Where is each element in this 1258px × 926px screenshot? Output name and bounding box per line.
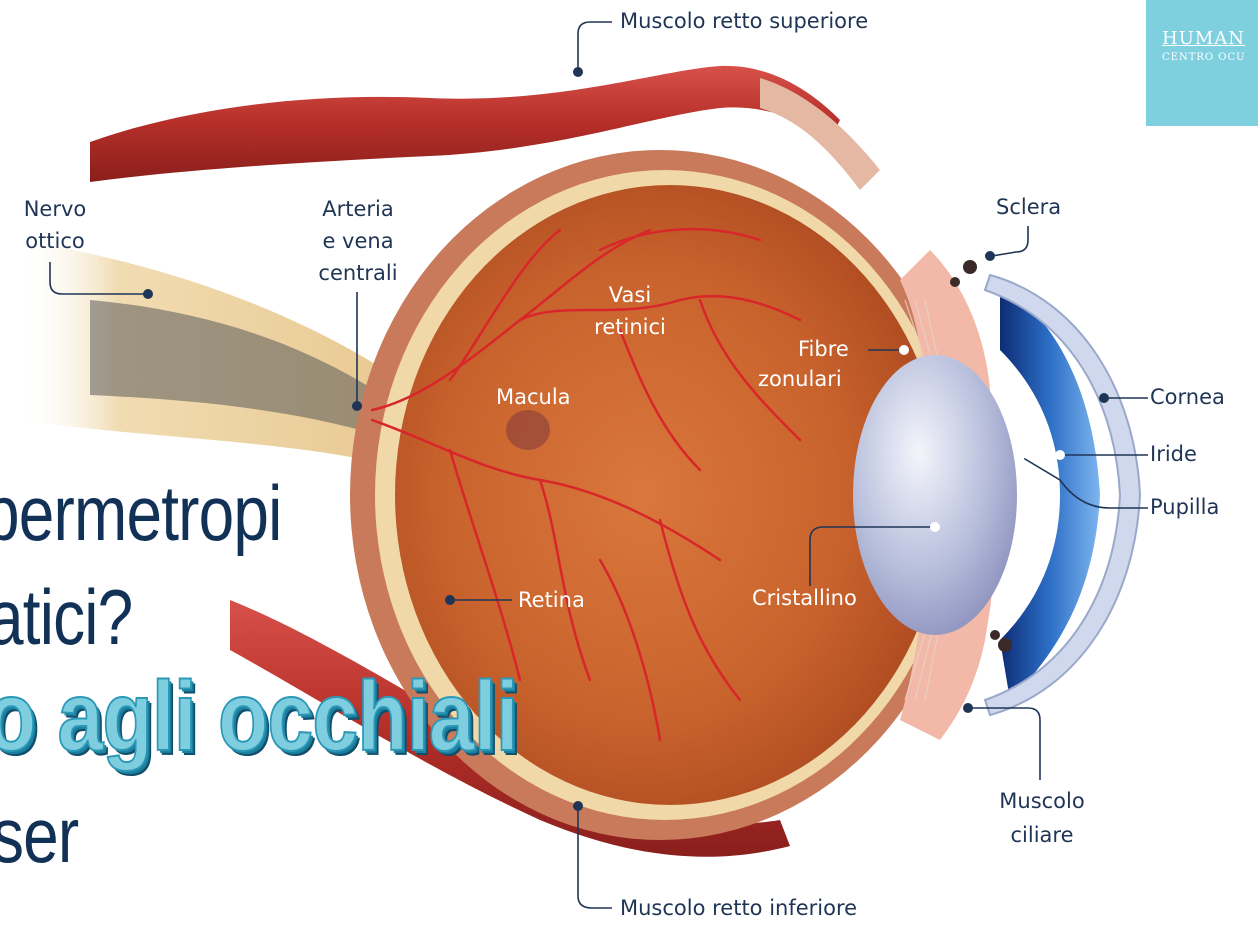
label-arteria-2: e vena [308, 228, 408, 255]
brand-name: HUMAN [1162, 28, 1245, 49]
label-pupilla: Pupilla [1150, 494, 1219, 521]
label-vasi-2: retinici [580, 314, 680, 341]
label-muscolo-ciliare-2: ciliare [990, 822, 1094, 849]
superior-rectus-tendon [760, 78, 880, 190]
label-muscolo-retto-superiore: Muscolo retto superiore [620, 8, 868, 35]
crystalline-lens [853, 355, 1017, 635]
label-retina: Retina [518, 587, 585, 614]
headline-line-4: ser [0, 790, 78, 881]
label-fibre-1: Fibre [798, 336, 849, 363]
label-cristallino: Cristallino [752, 585, 857, 612]
label-vasi-1: Vasi [580, 282, 680, 309]
label-fibre-2: zonulari [758, 366, 842, 393]
label-sclera: Sclera [996, 194, 1061, 221]
label-muscolo-retto-inferiore: Muscolo retto inferiore [620, 895, 857, 922]
label-arteria-1: Arteria [308, 196, 408, 223]
macula [506, 410, 550, 450]
brand-subtitle: CENTRO OCU [1162, 52, 1246, 63]
label-macula: Macula [496, 384, 571, 411]
headline-line-1: permetropi [0, 468, 282, 559]
headline-line-2: atici? [0, 572, 132, 663]
label-cornea: Cornea [1150, 384, 1225, 411]
label-arteria-3: centrali [308, 260, 408, 287]
label-nervo-ottico-1: Nervo [20, 196, 90, 223]
headline-line-3: o agli occhiali [0, 660, 518, 773]
brand-badge: HUMAN CENTRO OCU [1146, 0, 1258, 126]
label-nervo-ottico-2: ottico [20, 228, 90, 255]
label-iride: Iride [1150, 441, 1197, 468]
label-muscolo-ciliare-1: Muscolo [990, 788, 1094, 815]
